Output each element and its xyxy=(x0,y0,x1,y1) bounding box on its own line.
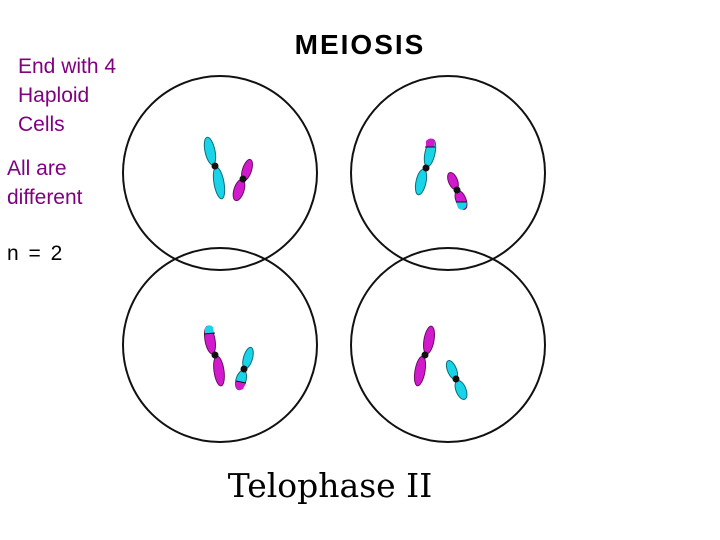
chromosome-magenta-short xyxy=(231,158,255,202)
chromosome-cyan-magenta-tip xyxy=(233,346,255,391)
chromosome-cyan-long xyxy=(202,136,227,199)
cell-membranes xyxy=(123,76,545,442)
centromere xyxy=(454,187,461,194)
cell-top-right xyxy=(351,76,545,270)
centromere xyxy=(212,352,219,359)
centromere xyxy=(240,176,247,183)
centromere xyxy=(241,366,248,373)
chromosome-magenta-long xyxy=(412,325,436,386)
chromosomes-bottom-right xyxy=(412,325,469,401)
chromosomes-top-left xyxy=(202,136,254,202)
centromere xyxy=(423,165,430,172)
cell-bottom-left xyxy=(123,248,317,442)
chromosomes-bottom-left xyxy=(203,325,256,391)
chromosome-magenta-cyan-long xyxy=(413,138,437,195)
centromere xyxy=(453,376,460,383)
chromosomes-top-right xyxy=(413,138,469,211)
chromosome-magenta-cyan-tip xyxy=(203,325,226,386)
centromere xyxy=(212,163,219,170)
centromere xyxy=(422,352,429,359)
chromosome-magenta-tip-cyan xyxy=(445,171,469,211)
cell-bottom-right xyxy=(351,248,545,442)
diagram-caption: Telophase II xyxy=(220,466,440,505)
chromosome-cyan-short xyxy=(444,359,469,401)
